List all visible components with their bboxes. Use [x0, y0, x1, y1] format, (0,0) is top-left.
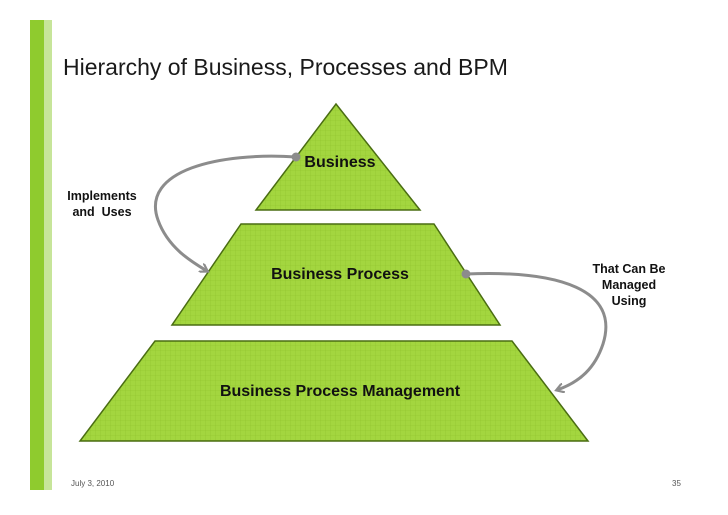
page-number: 35: [672, 479, 681, 488]
implements-uses-arrow: [154, 154, 297, 271]
tier-label-business: Business: [304, 154, 376, 171]
pyramid-tier-business-process: [170, 223, 502, 326]
slide-title: Hierarchy of Business, Processes and BPM: [63, 54, 508, 80]
connector-dot-right: [461, 269, 471, 279]
managed-using-label: That Can Be Managed Using: [583, 261, 675, 309]
implements-uses-line1: Implements: [67, 189, 137, 203]
footer-date: July 3, 2010: [71, 479, 115, 488]
managed-using-line3: Using: [611, 294, 647, 308]
managed-using-line1: That Can Be: [592, 262, 666, 276]
implements-uses-label: Implements and Uses: [62, 188, 142, 220]
managed-using-line2: Managed: [601, 278, 657, 292]
accent-bar-light: [44, 20, 52, 490]
implements-uses-line2: and Uses: [72, 205, 132, 219]
managed-using-arrow: [465, 272, 608, 390]
connector-dot-left: [291, 152, 301, 162]
accent-bar: [30, 20, 44, 490]
tier-label-bpm: Business Process Management: [219, 383, 461, 400]
pyramid-tier-bpm: [78, 340, 590, 442]
tier-label-business-process: Business Process: [271, 266, 409, 283]
